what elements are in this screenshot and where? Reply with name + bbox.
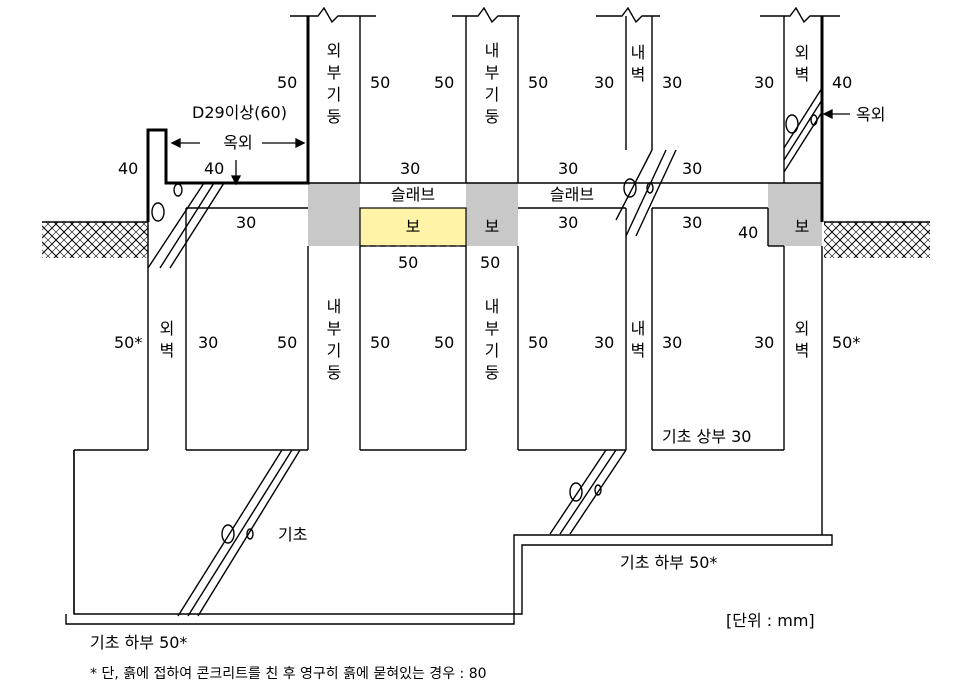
val-slab-bottom-30-2: 30 [682,213,702,232]
label-beam-2: 보 [485,217,500,236]
val-slab-bottom-30-1: 30 [558,213,578,232]
val-lower-50-b: 50 [370,333,390,352]
svg-text:벽: 벽 [631,65,646,84]
outdoor-arrows [170,108,850,186]
junction-interior-column [466,183,518,246]
svg-text:부: 부 [327,319,342,338]
val-int-wall-left: 30 [594,73,614,92]
vlabel-interior-column-lower-1: 내 부 기 둥 [327,297,342,382]
val-beam-bottom-50-1: 50 [398,253,418,272]
label-outdoor-right: 옥외 [856,105,885,124]
val-slab-30-2: 30 [558,159,578,178]
val-beam-bottom-50-2: 50 [480,253,500,272]
vlabel-exterior-wall-lower-left: 외 벽 [160,319,175,360]
val-slab-30-3: 30 [682,159,702,178]
vlabel-interior-column-lower-2: 내 부 기 둥 [485,297,500,382]
vlabel-exterior-wall-lower-right: 외 벽 [795,319,810,360]
junction-exterior-wall [768,183,822,246]
soil-left [42,222,148,258]
val-int-col-left: 50 [434,73,454,92]
svg-text:외: 외 [160,319,175,338]
val-ext-wall-left-50star: 50* [114,333,142,352]
svg-text:외: 외 [795,43,810,62]
svg-text:외: 외 [327,41,342,60]
val-beam-40: 40 [738,223,758,242]
unit-note: [단위 : mm] [726,611,815,630]
svg-text:외: 외 [795,319,810,338]
val-ext-wall-left: 30 [754,73,774,92]
label-beam-3: 보 [795,217,810,236]
structure-outline [65,16,833,625]
val-lower-30-c: 30 [662,333,682,352]
label-footing-top: 기초 상부 30 [662,427,751,446]
svg-text:둥: 둥 [485,363,500,382]
val-roof-40-left: 40 [118,159,138,178]
val-ext-col-left: 50 [277,73,297,92]
val-slab-30-1: 30 [400,159,420,178]
label-footing: 기초 [278,525,307,544]
svg-text:내: 내 [485,297,500,316]
svg-text:부: 부 [327,63,342,82]
val-lower-50-d: 50 [528,333,548,352]
svg-text:벽: 벽 [795,65,810,84]
val-ext-wall-right-50star: 50* [832,333,860,352]
svg-text:둥: 둥 [485,107,500,126]
svg-text:기: 기 [485,85,500,104]
val-roof-40: 40 [204,159,224,178]
label-outdoor-left: 옥외 [223,133,252,152]
val-int-col-right: 50 [528,73,548,92]
junction-exterior-column [308,183,360,246]
svg-text:벽: 벽 [160,341,175,360]
svg-text:둥: 둥 [327,363,342,382]
vlabel-interior-wall-lower: 내 벽 [631,319,646,360]
vlabel-interior-wall-top: 내 벽 [631,43,646,84]
soil-right [824,222,930,258]
svg-text:벽: 벽 [795,341,810,360]
label-footing-bottom-left: 기초 하부 50* [90,633,187,652]
svg-text:부: 부 [485,63,500,82]
val-ext-col-right: 50 [370,73,390,92]
label-slab-2: 슬래브 [550,185,594,204]
svg-text:둥: 둥 [327,107,342,126]
column-break-marks [290,6,840,24]
val-lower-30-d: 30 [754,333,774,352]
svg-text:기: 기 [485,341,500,360]
svg-text:기: 기 [327,85,342,104]
val-lower-30-a: 30 [198,333,218,352]
vlabel-interior-column-top: 내 부 기 둥 [485,41,500,126]
svg-text:부: 부 [485,319,500,338]
val-ext-wall-right: 40 [832,73,852,92]
exterior-face-heavy [146,16,824,222]
label-beam-1: 보 [406,217,421,236]
svg-text:내: 내 [327,297,342,316]
beam-yellow [359,207,467,247]
val-lower-50-a: 50 [277,333,297,352]
val-lower-50-c: 50 [434,333,454,352]
svg-text:기: 기 [327,341,342,360]
vlabel-exterior-wall-top: 외 벽 [795,43,810,84]
val-int-wall-right: 30 [662,73,682,92]
rebar-symbols [147,87,823,617]
val-lower-30-b: 30 [594,333,614,352]
svg-text:내: 내 [485,41,500,60]
svg-text:내: 내 [631,43,646,62]
svg-text:내: 내 [631,319,646,338]
label-slab-1: 슬래브 [391,185,435,204]
footnote: * 단, 흙에 접하여 콘크리트를 친 후 영구히 흙에 묻혀있는 경우 : 8… [90,666,487,682]
val-footing-top-left: 30 [236,213,256,232]
vlabel-exterior-column: 외 부 기 둥 [327,41,342,126]
svg-text:벽: 벽 [631,341,646,360]
label-footing-bottom-right: 기초 하부 50* [620,553,717,572]
label-d290: D29이상(60) [192,103,287,122]
